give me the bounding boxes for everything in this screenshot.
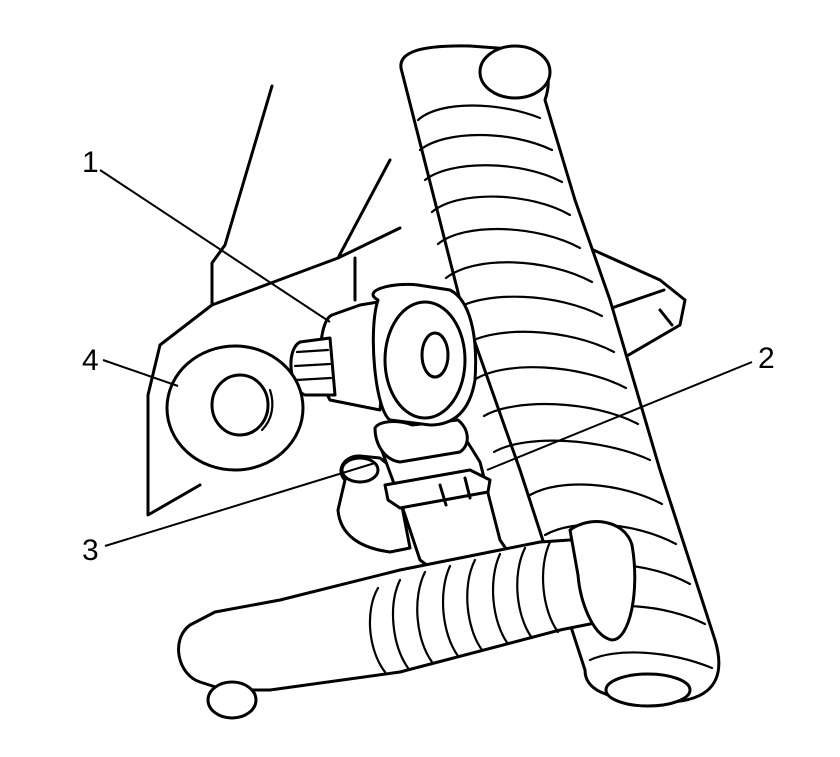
wiring-harness-horizontal bbox=[177, 520, 637, 720]
leader-line-4 bbox=[102, 359, 179, 387]
harness-end-bottom bbox=[604, 672, 692, 708]
callout-4: 4 bbox=[82, 344, 99, 377]
wiring-harness-vertical bbox=[399, 44, 721, 708]
leader-line-1 bbox=[99, 169, 331, 323]
leader-line-3 bbox=[104, 462, 376, 547]
harness-end-left bbox=[206, 680, 258, 720]
sensor-port bbox=[420, 331, 450, 379]
callout-3: 3 bbox=[82, 534, 99, 567]
callout-1: 1 bbox=[82, 146, 99, 179]
leader-line-2 bbox=[486, 361, 753, 471]
mounting-washer bbox=[165, 344, 305, 472]
sensor-body bbox=[289, 282, 478, 427]
retainer-clip bbox=[383, 468, 492, 510]
harness-end-top bbox=[478, 44, 552, 100]
callout-2: 2 bbox=[758, 342, 775, 375]
